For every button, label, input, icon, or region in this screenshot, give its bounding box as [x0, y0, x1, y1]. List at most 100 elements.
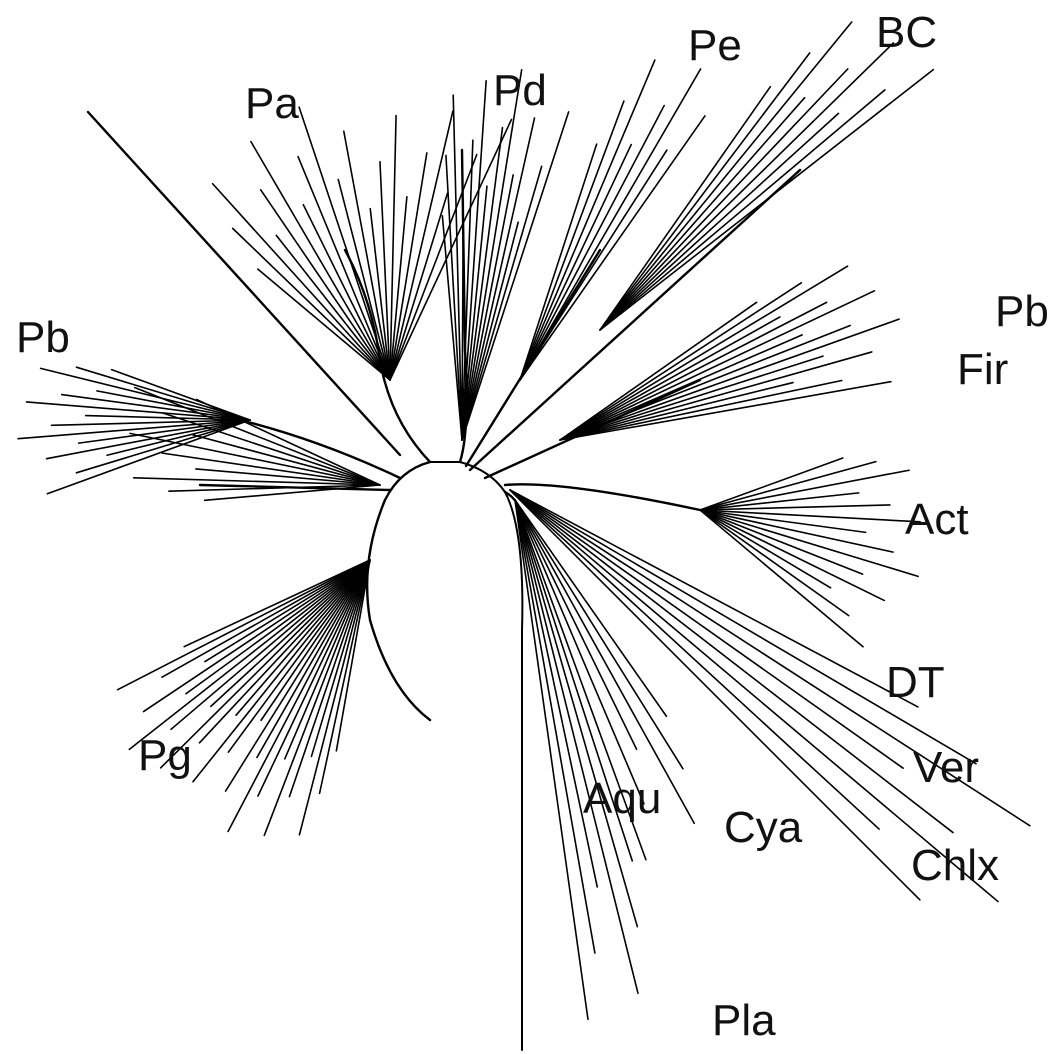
pg-leaf: [159, 559, 371, 769]
clade-label-dt: DT: [886, 658, 945, 707]
pd-leaf: [441, 215, 463, 441]
fir-leaf: [559, 379, 843, 441]
pg-leaf: [260, 559, 371, 722]
pe-leaf: [519, 143, 598, 381]
clade-label-fir: Fir: [957, 345, 1008, 394]
act-stem: [503, 483, 702, 512]
dt-ver-chlx-leaf: [509, 489, 954, 834]
pg-leaf: [192, 559, 371, 783]
bc-leaf: [599, 85, 772, 331]
pb-stem: [238, 418, 402, 480]
pg-leaf: [310, 559, 371, 758]
pb-leaf: [17, 419, 251, 440]
pa-leaf: [369, 207, 391, 381]
pg-top-leaf: [129, 432, 381, 486]
pa-leaf: [275, 234, 391, 381]
pg-top-leaf: [161, 452, 381, 486]
pd-leaf: [445, 154, 463, 441]
act-leaf: [699, 509, 832, 589]
pg-leaf: [335, 559, 371, 752]
pg-leaf: [210, 559, 371, 708]
act-leaf: [699, 460, 877, 511]
pg-leaf: [183, 559, 371, 648]
fir-leaf: [559, 318, 900, 441]
pa-leaf: [211, 182, 391, 381]
pa-leaf: [259, 188, 391, 381]
pg-leaf: [284, 559, 371, 760]
pg-leaf: [288, 559, 371, 798]
pd-leaf: [461, 165, 543, 441]
cya-leaf: [514, 499, 684, 770]
pe-leaf: [519, 104, 665, 381]
fir-leaf: [559, 265, 849, 441]
act-leaf: [699, 457, 844, 511]
pd-leaf: [461, 139, 474, 441]
aqu-pla-leaf: [514, 499, 639, 928]
cya-leaf: [514, 499, 645, 805]
pa-leaf: [342, 130, 391, 381]
dt-ver-chlx-leaf: [509, 489, 919, 708]
clade-label-act: Act: [905, 495, 969, 544]
pa-leaf: [389, 110, 454, 381]
dt-ver-chlx-leaf: [509, 489, 904, 769]
clade-label-bc: BC: [876, 8, 937, 57]
pg-leaf: [170, 559, 371, 731]
pg-leaf: [128, 559, 371, 751]
aqu-pla-leaf: [514, 499, 639, 995]
fir-leaf: [559, 355, 824, 441]
pg-leaf: [227, 559, 371, 753]
pa-leaf: [297, 155, 391, 381]
bc-leaf: [599, 52, 811, 331]
pg-leaf: [161, 559, 371, 679]
aqu-pla-leaf: [514, 499, 589, 1021]
tree-branches: [17, 21, 1031, 1051]
clade-label-ver: Ver: [913, 743, 979, 792]
root-branch: [429, 461, 524, 1051]
bc-leaf: [599, 89, 886, 331]
pd-leaf: [452, 94, 463, 441]
bc-leaf: [599, 68, 849, 331]
pa-leaf: [389, 192, 449, 381]
bc-leaf: [599, 68, 935, 331]
pe-leaf: [519, 100, 625, 381]
pa-leaf: [302, 203, 391, 381]
act-leaf: [699, 509, 864, 648]
pd-leaf: [461, 185, 488, 441]
pg-top-leaf: [195, 468, 381, 486]
dt-ver-chlx-leaf: [509, 489, 999, 903]
pg-leaf: [263, 559, 371, 837]
pg-leaf: [298, 559, 371, 836]
pd-leaf: [461, 117, 536, 441]
cya-leaf: [514, 499, 647, 861]
pe-leaf: [519, 143, 633, 381]
pg-top-leaf: [192, 434, 381, 486]
pd-leaf: [461, 199, 465, 441]
fir-leaf: [559, 301, 828, 441]
pb-leaf: [60, 393, 251, 421]
fir-leaf: [559, 301, 758, 441]
pa-leaf: [389, 195, 408, 381]
pa-leaf: [379, 160, 391, 381]
aqu-pla-leaf: [514, 499, 599, 888]
pd-leaf: [461, 68, 523, 441]
pg-leaf: [142, 559, 371, 713]
act-leaf: [699, 504, 891, 511]
pa-leaf: [231, 227, 391, 381]
pg-top-leaf: [168, 484, 381, 492]
pg-top-leaf: [203, 484, 381, 502]
pg-top-leaf: [133, 386, 381, 486]
act-leaf: [699, 509, 894, 553]
pg-leaf: [227, 559, 371, 833]
cya-leaf: [514, 499, 638, 750]
aqu-pla-leaf: [514, 499, 596, 954]
bc-leaf: [599, 21, 853, 331]
pg-leaf: [257, 559, 371, 797]
clade-label-pb-right: Pb: [995, 287, 1049, 336]
act-leaf: [699, 492, 860, 511]
pg-leaf: [235, 559, 371, 716]
act-leaf: [699, 509, 867, 534]
pb-leaf: [96, 390, 251, 421]
long-outlier-branch: [86, 110, 402, 457]
pg-leaf: [256, 559, 371, 759]
